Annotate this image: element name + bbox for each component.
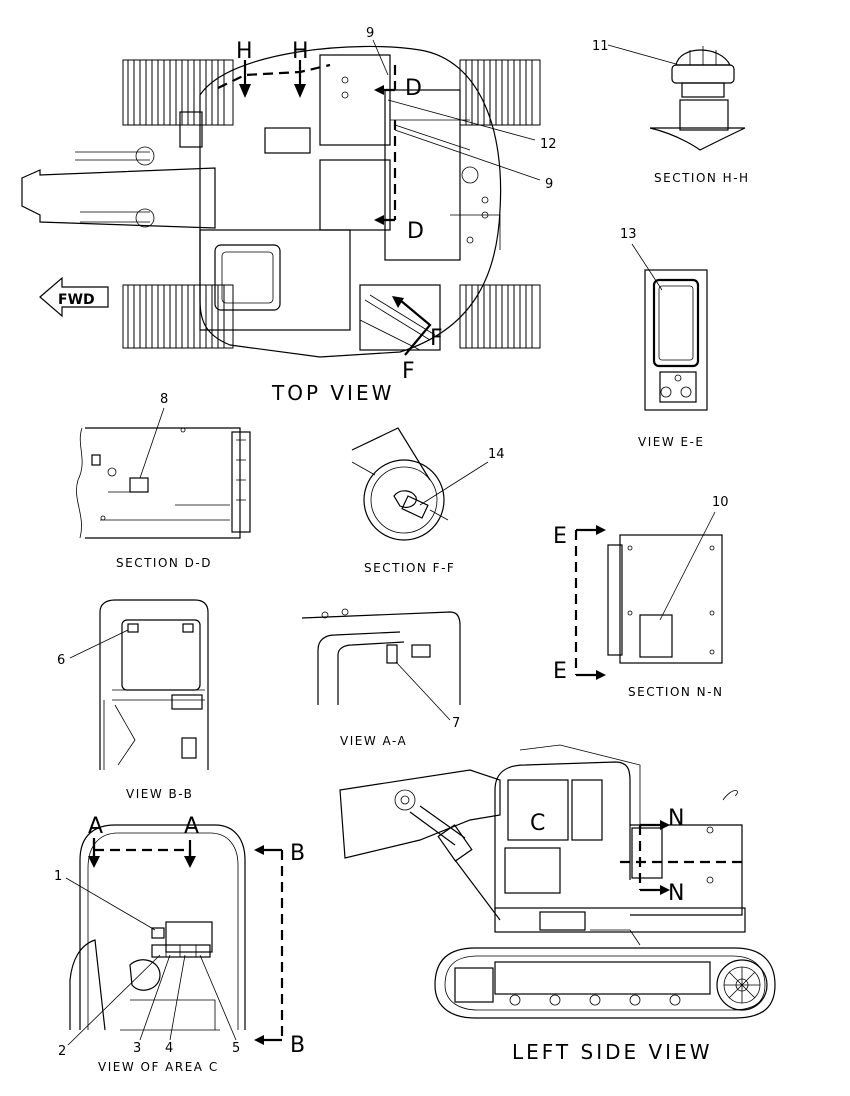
- title-view-aa: VIEW A-A: [340, 734, 407, 748]
- callout-13: 13: [620, 227, 663, 291]
- svg-text:12: 12: [540, 137, 557, 152]
- svg-text:2: 2: [58, 1044, 66, 1059]
- boom: [21, 146, 216, 229]
- svg-text:1: 1: [54, 869, 62, 884]
- title-top-view: TOP VIEW: [271, 381, 394, 405]
- marker-d-bottom: D: [407, 219, 424, 244]
- title-view-area-c: VIEW OF AREA C: [98, 1060, 219, 1074]
- view-bb-drawing: 6 VIEW B-B: [57, 599, 209, 801]
- marker-a-left: A: [88, 814, 103, 839]
- svg-text:11: 11: [592, 39, 609, 54]
- svg-text:4: 4: [165, 1041, 173, 1056]
- section-line-ff: F F: [392, 296, 443, 384]
- svg-text:10: 10: [712, 495, 729, 510]
- svg-text:9: 9: [545, 177, 553, 192]
- marker-h-right: H: [292, 39, 309, 64]
- svg-text:14: 14: [488, 447, 505, 462]
- svg-text:13: 13: [620, 227, 637, 242]
- view-aa-drawing: 7 VIEW A-A: [301, 608, 461, 748]
- callout-4: 4: [165, 954, 186, 1056]
- svg-text:7: 7: [452, 716, 460, 731]
- callout-1: 1: [54, 869, 156, 931]
- top-view-drawing: H H D D F F 9 12 9: [21, 26, 557, 405]
- marker-n-top: N: [668, 806, 684, 831]
- section-dd-drawing: 8 SECTION D-D: [76, 392, 251, 570]
- marker-b-bottom: B: [290, 1033, 305, 1058]
- title-section-hh: SECTION H-H: [654, 171, 750, 185]
- track-upper-left: [122, 59, 234, 126]
- callout-9-side: 9: [394, 129, 553, 192]
- svg-text:9: 9: [366, 26, 374, 41]
- title-view-bb: VIEW B-B: [126, 787, 193, 801]
- marker-c-area: C: [530, 811, 545, 836]
- marker-a-right: A: [184, 814, 199, 839]
- callout-12: 12: [387, 99, 557, 152]
- marker-n-bottom: N: [668, 881, 684, 906]
- track-lower-right: [459, 284, 541, 349]
- section-line-dd: D D: [374, 65, 424, 244]
- svg-text:5: 5: [232, 1041, 240, 1056]
- svg-text:3: 3: [133, 1041, 141, 1056]
- view-area-c-drawing: A A B B 1 2 3 4 5: [54, 814, 305, 1074]
- callout-3: 3: [133, 954, 171, 1056]
- track-lower-left: [122, 284, 234, 349]
- marker-d-top: D: [405, 76, 422, 101]
- section-ff-drawing: 14 SECTION F-F: [351, 427, 505, 575]
- callout-11: 11: [592, 39, 677, 65]
- callout-9-top: 9: [366, 26, 389, 76]
- title-view-ee: VIEW E-E: [638, 435, 705, 449]
- marker-e-bottom: E: [553, 659, 567, 684]
- fwd-arrow: FWD: [39, 276, 109, 318]
- marker-f-right: F: [430, 326, 443, 351]
- title-left-side-view: LEFT SIDE VIEW: [512, 1040, 713, 1064]
- title-section-nn: SECTION N-N: [628, 685, 723, 699]
- track-upper-right: [459, 59, 541, 126]
- section-hh-drawing: 11 SECTION H-H: [592, 39, 750, 185]
- callout-5: 5: [199, 954, 240, 1056]
- svg-text:8: 8: [160, 392, 168, 407]
- title-section-ff: SECTION F-F: [364, 561, 455, 575]
- view-ee-drawing: 13 VIEW E-E: [620, 227, 708, 449]
- section-line-hh: H H: [217, 39, 331, 98]
- callout-6: 6: [57, 629, 129, 668]
- svg-text:6: 6: [57, 653, 65, 668]
- section-nn-drawing: E E 10 SECTION N-N: [553, 495, 729, 699]
- fwd-label: FWD: [58, 292, 95, 308]
- callout-7: 7: [395, 661, 460, 731]
- marker-e-top: E: [553, 524, 567, 549]
- left-side-view-drawing: C N N LEFT SIDE VIEW: [339, 744, 776, 1064]
- callout-2: 2: [58, 954, 161, 1059]
- marker-f-bottom: F: [402, 359, 415, 384]
- callout-10: 10: [659, 495, 729, 621]
- callout-14: 14: [419, 447, 505, 506]
- marker-h-left: H: [236, 39, 253, 64]
- marker-b-top: B: [290, 841, 305, 866]
- callout-8: 8: [139, 392, 168, 479]
- title-section-dd: SECTION D-D: [116, 556, 212, 570]
- upper-structure: [179, 45, 502, 358]
